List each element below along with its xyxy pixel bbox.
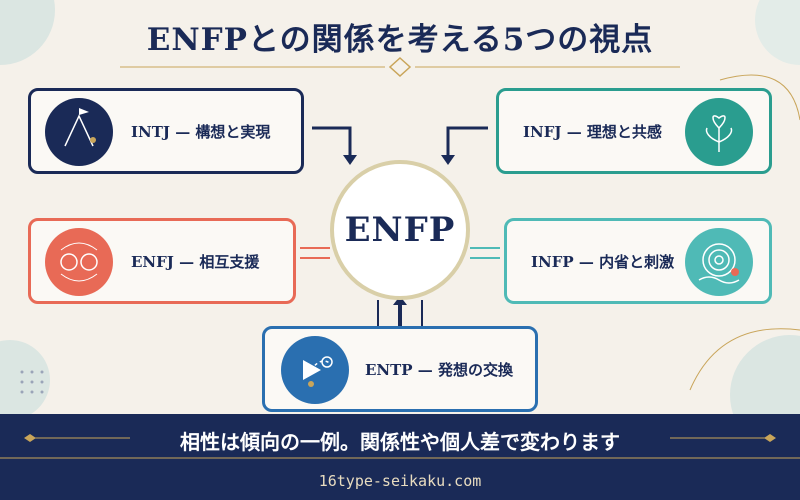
card-intj: INTJ — 構想と実現	[28, 88, 304, 174]
entp-icon	[281, 336, 349, 404]
card-enfj: ENFJ — 相互支援	[28, 218, 296, 304]
card-infj: INFJ — 理想と共感	[496, 88, 772, 174]
enfj-icon	[45, 228, 113, 296]
infj-icon	[685, 98, 753, 166]
center-enfp-label: ENFP	[344, 210, 456, 250]
card-infj-label: INFJ — 理想と共感	[523, 122, 662, 141]
card-infp: INFP — 内省と刺激	[504, 218, 772, 304]
footer-banner: 相性は傾向の一例。関係性や個人差で変わります 16type-seikaku.co…	[0, 414, 800, 500]
card-intj-label: INTJ — 構想と実現	[131, 122, 271, 141]
card-entp-label: ENTP — 発想の交換	[365, 360, 514, 379]
page-title: ENFPとの関係を考える5つの視点	[146, 22, 654, 58]
intj-icon	[45, 98, 113, 166]
footer-url[interactable]: 16type-seikaku.com	[318, 472, 482, 490]
banner-ornament	[0, 434, 800, 459]
card-infp-label: INFP — 内省と刺激	[531, 252, 675, 271]
center-enfp-circle: ENFP	[330, 160, 470, 300]
card-entp: ENTP — 発想の交換	[262, 326, 538, 412]
card-enfj-label: ENFJ — 相互支援	[131, 252, 260, 271]
footer-note: 相性は傾向の一例。関係性や個人差で変わります	[180, 430, 620, 454]
infp-icon	[685, 228, 753, 296]
